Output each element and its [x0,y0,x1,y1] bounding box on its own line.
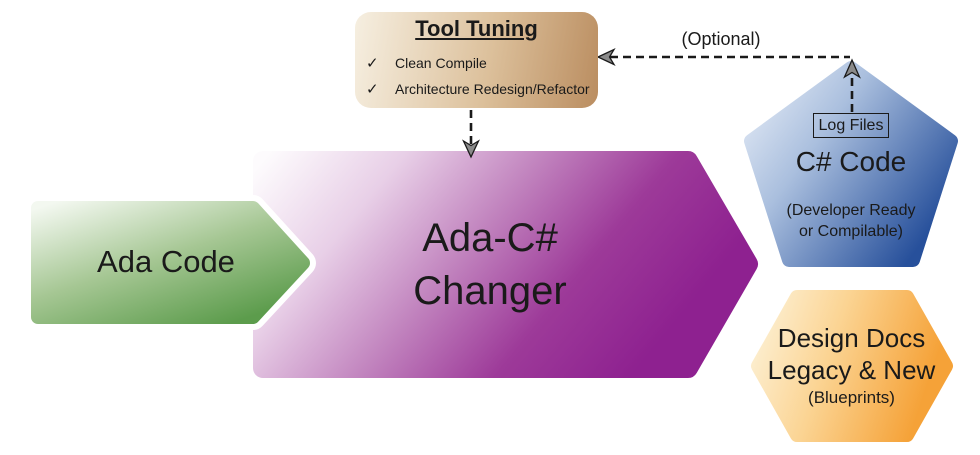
changer-label: Ada-C# Changer [320,212,660,318]
tool-tuning-item: ✓ Architecture Redesign/Refactor [366,80,590,98]
csharp-code-subtitle-line2: or Compilable) [798,223,904,240]
csharp-code-title: C# Code [795,146,907,177]
arrowhead-down-icon [462,139,480,159]
csharp-code-subtitle-line1: (Developer Ready [786,202,916,219]
tool-tuning-item-label: Clean Compile [395,55,487,71]
design-docs-subtitle: Legacy & New [767,355,936,385]
checkmark-icon: ✓ [366,55,379,72]
optional-label: (Optional) [681,29,761,49]
changer-arrow-shape [253,151,758,378]
tool-tuning-title: Tool Tuning [415,16,538,41]
csharp-code-subtitle: (Developer Ready or Compilable) [751,200,951,242]
checkmark-icon: ✓ [366,81,379,98]
tool-tuning-box [355,12,598,108]
ada-code-label: Ada Code [97,244,235,279]
changer-label-line2: Changer [413,269,567,313]
arrowhead-up-icon [843,58,861,79]
changer-label-line1: Ada-C# [422,216,558,260]
design-docs-hexagon-shape [751,290,953,442]
log-files-badge: Log Files [813,113,889,138]
ada-code-arrow-shape [31,201,310,324]
tool-tuning-item: ✓ Clean Compile [366,54,487,72]
csharp-code-pentagon-shape [744,61,958,267]
design-docs-blueprints-label: (Blueprints) [808,388,895,407]
arrowhead-left-icon [596,48,616,66]
tool-tuning-item-label: Architecture Redesign/Refactor [395,81,590,97]
design-docs-title: Design Docs [777,323,926,353]
